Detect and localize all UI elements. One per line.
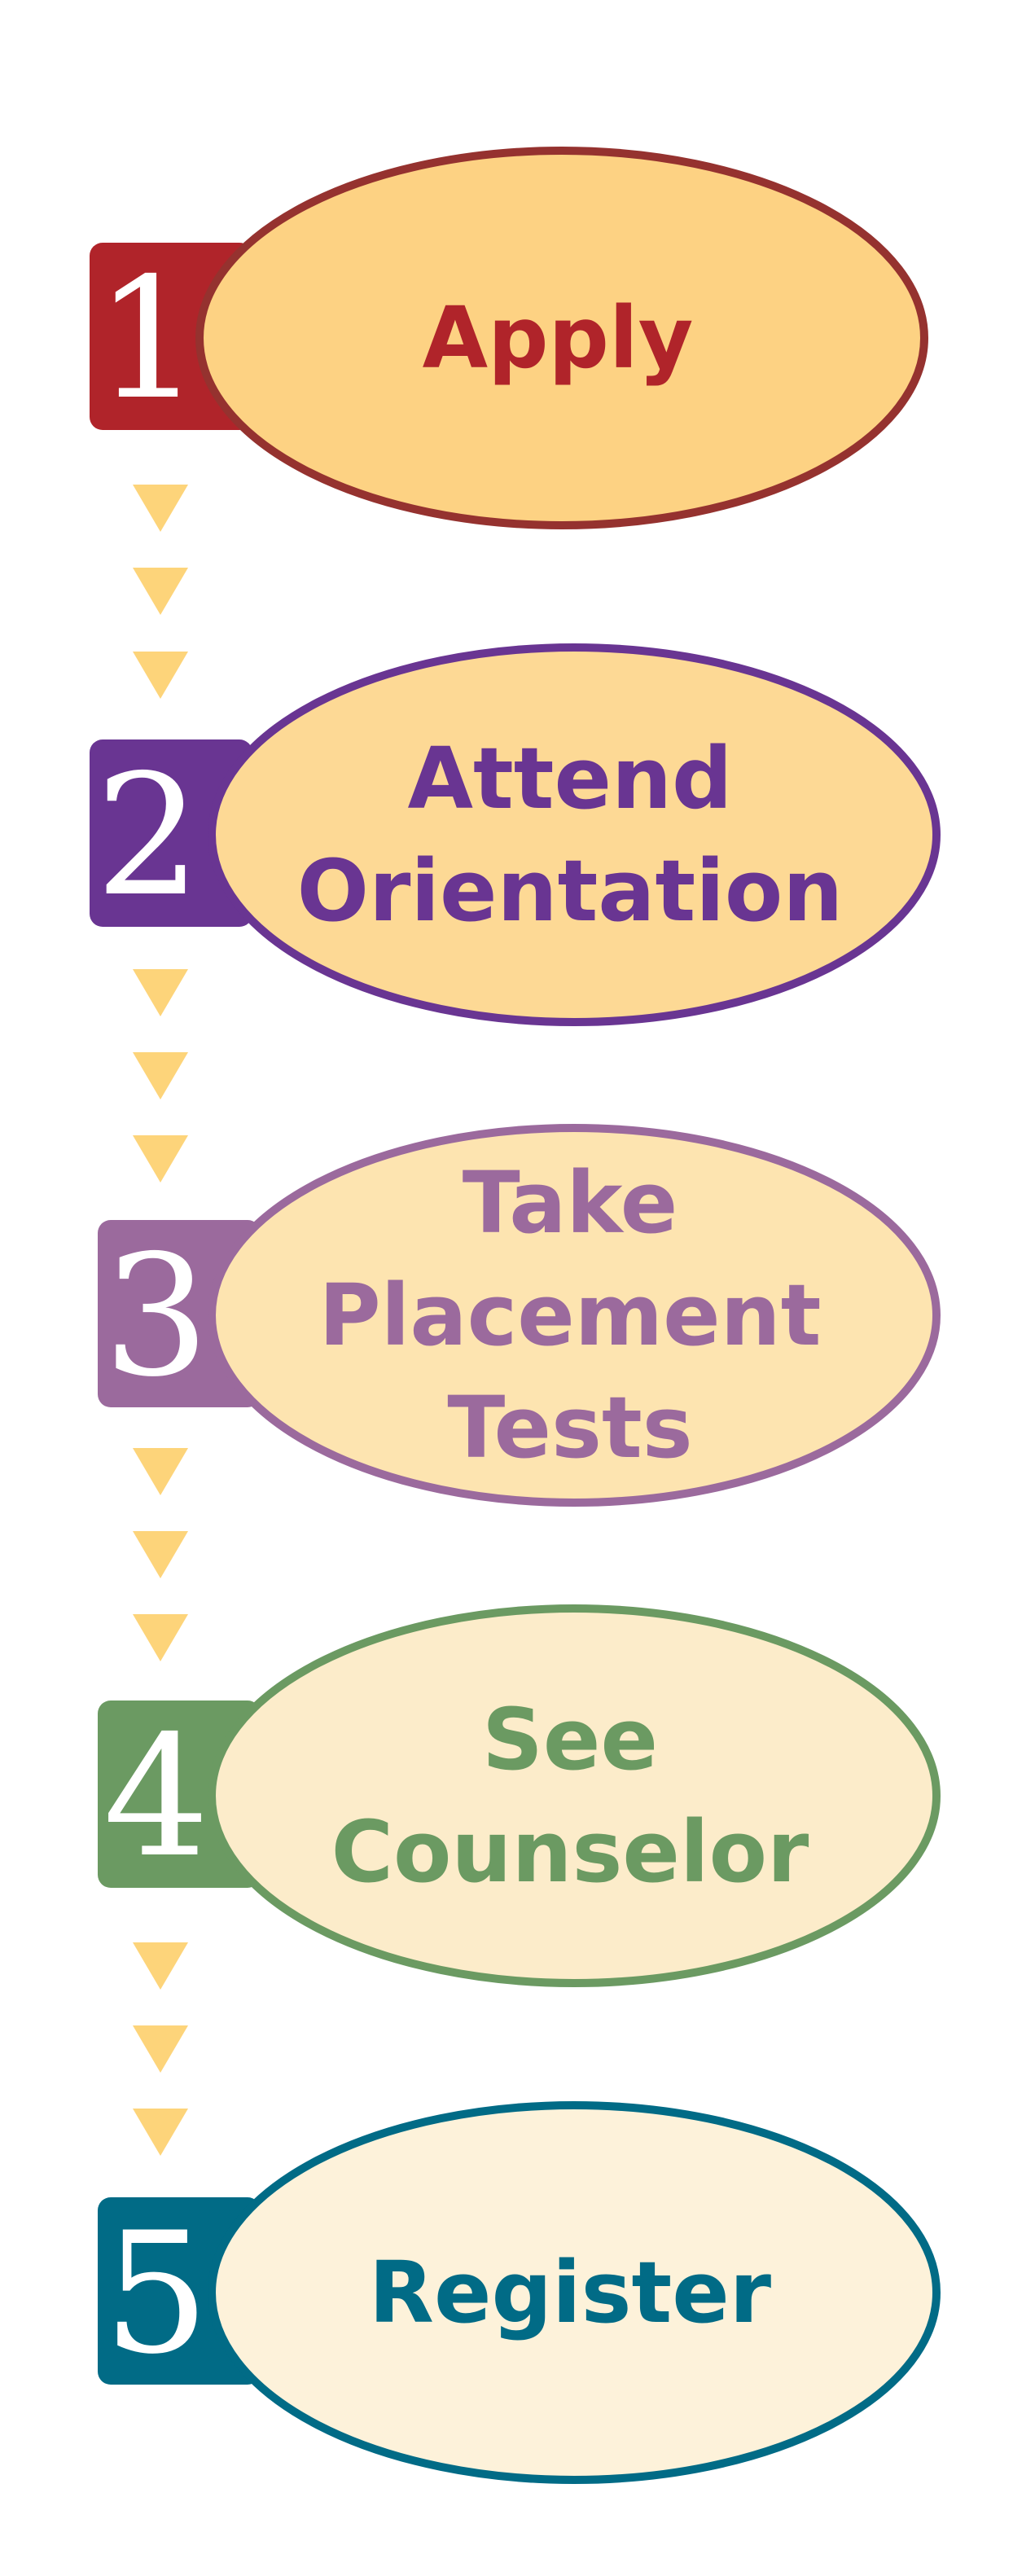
- connector-triangle: [133, 1942, 188, 1990]
- connector-triangle: [133, 652, 188, 699]
- step-ellipse: [208, 1604, 941, 1987]
- step-number: 3: [103, 1220, 209, 1414]
- step-label-line: Orientation: [297, 841, 844, 941]
- connector-arrows: [133, 1448, 188, 1661]
- step-label-line: Placement: [319, 1266, 822, 1365]
- step-ellipse: [208, 2101, 941, 2484]
- connector-arrows: [133, 485, 188, 699]
- step-label-line: See: [482, 1690, 658, 1789]
- step-number: 2: [95, 739, 201, 933]
- connector-triangle: [133, 1614, 188, 1661]
- step-label-line: Attend: [408, 729, 733, 828]
- connector-triangle: [133, 969, 188, 1016]
- step-ellipse: [208, 643, 941, 1026]
- step-number: 5: [103, 2197, 209, 2391]
- connector-triangle: [133, 485, 188, 532]
- step-label-line: Register: [369, 2243, 771, 2342]
- step-1: 1 Apply: [90, 147, 928, 529]
- step-number: 4: [103, 1701, 209, 1894]
- step-label-line: Apply: [423, 288, 694, 388]
- connector-triangle: [133, 1448, 188, 1495]
- connector-triangle: [133, 1531, 188, 1578]
- step-label: Apply: [423, 288, 694, 388]
- step-label-line: Take: [463, 1153, 678, 1253]
- step-label-line: Counselor: [331, 1802, 809, 1902]
- step-5: 5 Register: [98, 2101, 941, 2484]
- connector-triangle: [133, 568, 188, 615]
- step-ellipse: [208, 1124, 941, 1507]
- connector-triangle: [133, 1135, 188, 1183]
- step-label-line: Tests: [447, 1378, 692, 1477]
- step-number: 1: [95, 243, 201, 437]
- step-ellipse: [195, 147, 928, 529]
- connector-arrows: [133, 1942, 188, 2156]
- step-label: Register: [369, 2243, 771, 2342]
- connector-triangle: [133, 2025, 188, 2073]
- connector-triangle: [133, 1052, 188, 1099]
- connector-triangle: [133, 2109, 188, 2156]
- connector-arrows: [133, 969, 188, 1183]
- step-number-box: [90, 739, 252, 927]
